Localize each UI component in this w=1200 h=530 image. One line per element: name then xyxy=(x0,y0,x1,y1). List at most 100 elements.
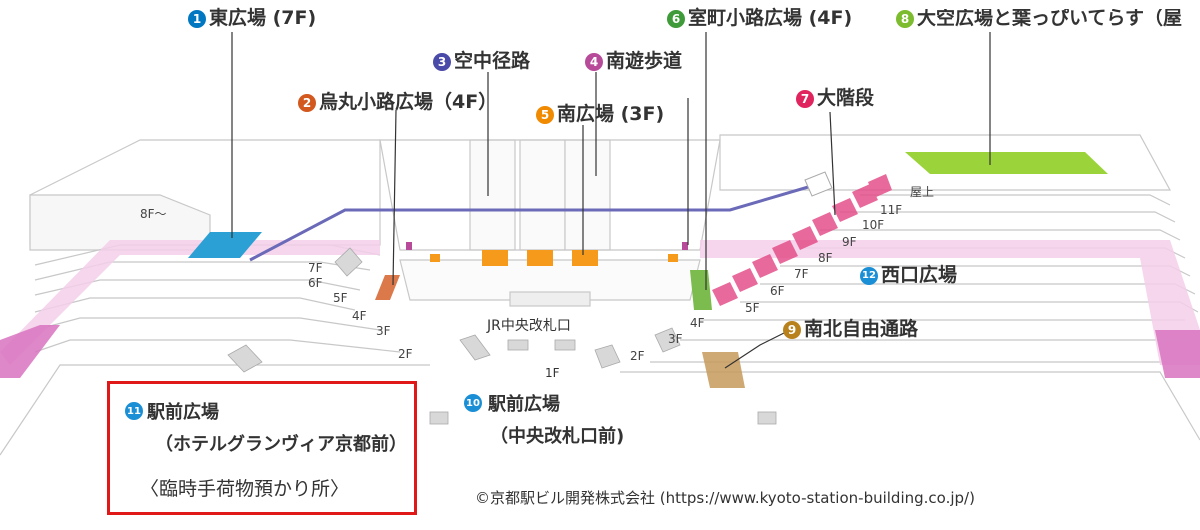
right-slab-5f xyxy=(740,301,1199,313)
left-slab-3f xyxy=(34,317,381,331)
south-path-marker-l xyxy=(406,242,412,250)
badge-2: 2 xyxy=(298,93,316,112)
badge-6: 6 xyxy=(667,9,685,28)
floor-right-7f: 7F xyxy=(794,267,809,281)
sky-garden-area xyxy=(905,152,1108,174)
badge-10: 10 xyxy=(464,394,482,412)
floor-left-5f: 5F xyxy=(333,291,348,305)
label-west-plaza-text: 西口広場 xyxy=(881,264,958,286)
right-slab-11f xyxy=(860,194,1171,206)
label-station-plaza-central-sub: （中央改札口前) xyxy=(490,426,625,447)
right-slab-6f xyxy=(760,283,1196,295)
floor-left-6f: 6F xyxy=(308,276,323,290)
label-west-plaza: 12 西口広場 xyxy=(860,266,957,285)
grand-staircase xyxy=(712,174,892,306)
right-slab-9f xyxy=(820,229,1181,241)
badge-5: 5 xyxy=(536,105,554,124)
label-station-plaza-hotel: 11 駅前広場 （ホテルグランヴィア京都前） xyxy=(125,398,407,456)
label-south-plaza: 5 南広場 (3F) xyxy=(536,105,664,124)
leader-2 xyxy=(392,109,397,286)
highlight-box xyxy=(107,381,417,515)
label-station-plaza-hotel-sub: （ホテルグランヴィア京都前） xyxy=(155,434,407,455)
pillar-d xyxy=(554,339,576,351)
central-floor-1f: 1F xyxy=(545,366,560,380)
label-sky-garden: 8 大空広場と葉っぴいてらす（屋 xyxy=(896,9,1200,28)
stair-right xyxy=(654,327,681,353)
badge-12: 12 xyxy=(860,266,878,285)
central-gate-label: JR中央改札口 xyxy=(487,318,571,334)
stair-left-lower xyxy=(227,344,263,373)
stair-center-right xyxy=(594,344,621,369)
central-gate-bars xyxy=(509,291,591,307)
south-plaza-small-r xyxy=(668,254,678,262)
copyright-notice: ©京都駅ビル開発株式会社 (https://www.kyoto-station-… xyxy=(475,489,975,507)
south-promenade-right-dark xyxy=(1155,330,1200,378)
label-skyway: 3 空中径路 xyxy=(433,52,530,71)
floor-left-7f: 7F xyxy=(308,261,323,275)
pillar-c xyxy=(507,339,529,351)
floor-right-5f: 5F xyxy=(745,301,760,315)
skyway-path xyxy=(249,183,816,262)
south-plaza-c xyxy=(572,250,598,266)
south-plaza-b xyxy=(527,250,553,266)
floor-right-rooftop: 屋上 xyxy=(910,185,935,199)
label-grand-staircase-text: 大階段 xyxy=(817,87,875,109)
south-promenade-right xyxy=(700,240,1200,365)
label-free-passage: 9 南北自由通路 xyxy=(783,320,918,339)
badge-4: 4 xyxy=(585,52,603,71)
stair-left-upper xyxy=(334,247,363,277)
ground-left xyxy=(0,364,430,456)
floor-right-3f: 3F xyxy=(668,332,683,346)
floor-right-2f: 2F xyxy=(630,349,645,363)
label-karasuma-plaza-text: 烏丸小路広場（4F） xyxy=(319,91,498,113)
staircase-top-box xyxy=(804,171,833,197)
floor-right-10f: 10F xyxy=(862,218,885,232)
free-passage-area xyxy=(702,352,745,388)
label-station-plaza-central-text: 駅前広場 xyxy=(488,394,560,415)
muromachi-plaza-area xyxy=(690,270,712,310)
south-promenade-left-dark xyxy=(0,325,60,378)
label-muromachi-plaza-text: 室町小路広場 (4F) xyxy=(688,7,853,29)
karasuma-plaza-area xyxy=(375,275,400,300)
leader-9 xyxy=(724,329,791,369)
label-station-plaza-central: 10 駅前広場 （中央改札口前) xyxy=(464,390,624,448)
atrium-tower-3 xyxy=(564,139,611,251)
floor-right-6f: 6F xyxy=(770,284,785,298)
label-grand-staircase: 7 大階段 xyxy=(796,89,874,108)
badge-11: 11 xyxy=(125,402,143,420)
south-plaza-small-l xyxy=(430,254,440,262)
floor-left-3f: 3F xyxy=(376,324,391,338)
pillar-b xyxy=(757,411,777,425)
central-hall-floor xyxy=(399,259,701,301)
label-south-promenade-text: 南遊歩道 xyxy=(606,50,683,72)
floor-left-2f: 2F xyxy=(398,347,413,361)
leader-7 xyxy=(829,111,836,216)
ground-right xyxy=(620,371,1200,441)
south-promenade-left xyxy=(0,240,380,365)
floor-right-9f: 9F xyxy=(842,235,857,249)
floor-right-11f: 11F xyxy=(880,203,903,217)
left-slab-2f xyxy=(34,339,401,353)
left-slab-4f xyxy=(34,297,356,313)
atrium-tower-2 xyxy=(519,139,566,251)
floor-left-4f: 4F xyxy=(352,309,367,323)
label-karasuma-plaza: 2 烏丸小路広場（4F） xyxy=(298,93,497,112)
south-plaza-a xyxy=(482,250,508,266)
temporary-baggage-note: 〈臨時手荷物預かり所〉 xyxy=(140,478,350,500)
pillar-a xyxy=(429,411,449,425)
right-slab-10f xyxy=(840,211,1176,223)
badge-7: 7 xyxy=(796,89,814,108)
atrium-tower-1 xyxy=(469,139,516,251)
label-east-plaza: 1 東広場 (7F) xyxy=(188,9,316,28)
stair-center-left xyxy=(459,334,491,361)
label-free-passage-text: 南北自由通路 xyxy=(804,318,919,340)
label-skyway-text: 空中径路 xyxy=(454,50,531,72)
badge-9: 9 xyxy=(783,320,801,339)
badge-1: 1 xyxy=(188,9,206,28)
label-south-plaza-text: 南広場 (3F) xyxy=(557,103,665,125)
label-sky-garden-text: 大空広場と葉っぴいてらす（屋 xyxy=(917,9,1183,28)
label-muromachi-plaza: 6 室町小路広場 (4F) xyxy=(667,9,852,28)
label-station-plaza-hotel-text: 駅前広場 xyxy=(147,402,219,423)
